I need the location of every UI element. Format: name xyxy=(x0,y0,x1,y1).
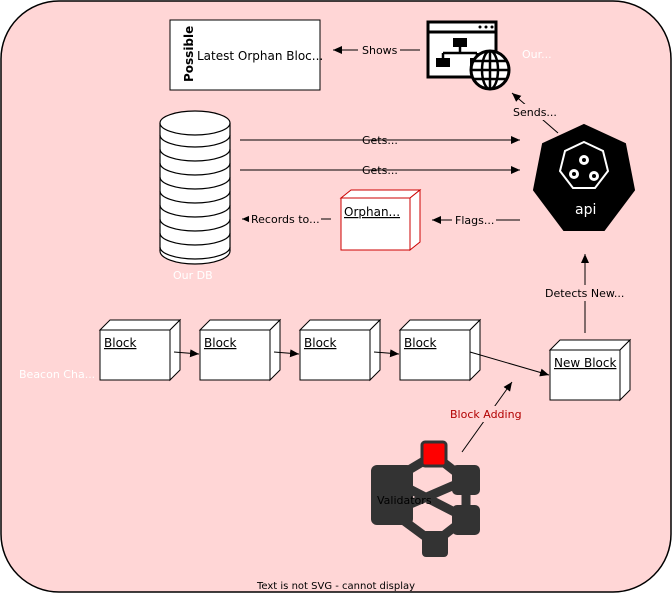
database-label: Our DB xyxy=(173,269,213,282)
chain-block-2-label: Block xyxy=(204,336,237,350)
chain-block-1-label: Block xyxy=(104,336,137,350)
chain-block-2[interactable]: Block xyxy=(198,318,282,382)
edge-gets-1-label: Gets... xyxy=(362,134,398,147)
orphan-box[interactable]: Orphan... xyxy=(339,188,422,252)
chain-block-4-label: Block xyxy=(404,336,437,350)
edge-chain-2 xyxy=(273,349,300,358)
edge-records-to-label: Records to... xyxy=(251,213,320,226)
api-badge[interactable]: api xyxy=(532,123,636,231)
database-icon[interactable] xyxy=(159,110,231,265)
edge-chain-4 xyxy=(469,351,550,377)
edge-flags-label: Flags... xyxy=(455,214,494,227)
api-label: api xyxy=(575,202,596,218)
new-block[interactable]: New Block xyxy=(548,338,632,402)
edge-chain-1 xyxy=(173,349,200,358)
orphan-box-label: Orphan... xyxy=(344,205,400,219)
possible-orphan-box[interactable]: Possible Latest Orphan Bloc... xyxy=(169,19,323,91)
web-app-label: Our... xyxy=(522,48,552,61)
possible-side-label: Possible xyxy=(182,26,196,82)
edge-shows-label: Shows xyxy=(362,44,398,57)
new-block-label: New Block xyxy=(554,356,616,370)
validators-accent-node xyxy=(420,440,448,468)
chain-block-3-label: Block xyxy=(304,336,337,350)
chain-block-1[interactable]: Block xyxy=(98,318,182,382)
validators-label: Validators xyxy=(377,494,432,507)
chain-block-4[interactable]: Block xyxy=(398,318,482,382)
edge-gets-2-label: Gets... xyxy=(362,164,398,177)
chain-block-3[interactable]: Block xyxy=(298,318,382,382)
web-app-icon[interactable] xyxy=(426,20,511,91)
edge-block-adding-label: Block Adding xyxy=(450,408,522,421)
beacon-chain-label: Beacon Cha... xyxy=(19,368,95,381)
footer-warning: Text is not SVG - cannot display xyxy=(256,581,415,592)
edge-sends-label: Sends... xyxy=(513,106,557,119)
edge-detects-new-label: Detects New... xyxy=(545,287,624,300)
possible-box-title: Latest Orphan Bloc... xyxy=(197,49,323,63)
edge-chain-3 xyxy=(373,349,400,358)
validators-network-icon[interactable] xyxy=(371,440,480,557)
